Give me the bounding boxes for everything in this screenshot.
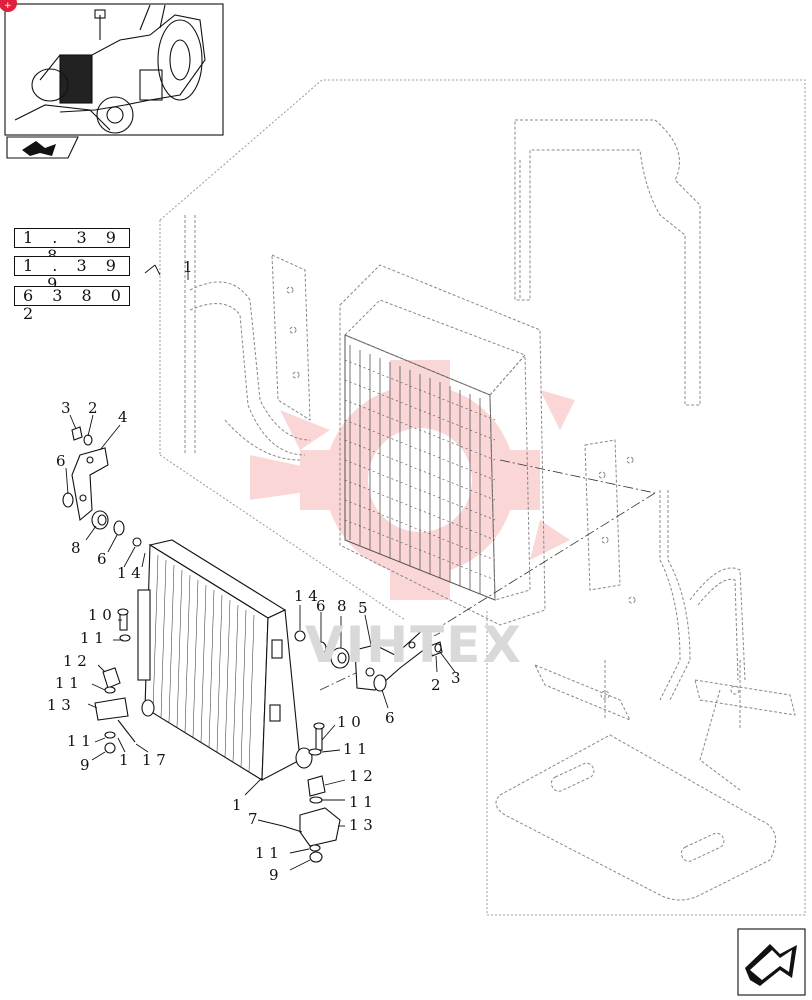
leader-lines xyxy=(65,264,456,871)
mount-stack-left[interactable] xyxy=(94,608,136,754)
reference-box-1-39-9[interactable]: 1 . 3 9 . 9 xyxy=(14,256,130,293)
bushing-8b[interactable] xyxy=(330,647,350,669)
ghost-bracket-strip xyxy=(271,254,311,421)
callout-1[interactable]: 1 xyxy=(232,796,242,814)
bracket-5[interactable] xyxy=(354,627,431,691)
callout-12[interactable]: 1 2 xyxy=(349,767,373,785)
callout-6[interactable]: 6 xyxy=(56,452,66,470)
callout-3[interactable]: 3 xyxy=(61,399,71,417)
callout-14[interactable]: 1 4 xyxy=(117,564,141,582)
tractor-location-thumbnail[interactable] xyxy=(4,3,224,159)
callout-14[interactable]: 1 4 xyxy=(294,587,318,605)
watermark-logo xyxy=(250,360,575,600)
watermark-text: VIHTEX xyxy=(305,616,523,674)
previous-page-arrow-icon[interactable] xyxy=(6,136,79,159)
callout-6[interactable]: 6 xyxy=(97,550,107,568)
callout-9[interactable]: 9 xyxy=(269,866,279,884)
callout-6[interactable]: 6 xyxy=(316,597,326,615)
callout-11[interactable]: 1 1 xyxy=(55,674,79,692)
callout-17[interactable]: 1 7 xyxy=(142,751,166,769)
reference-box-638-02[interactable]: 6 3 8 0 2 xyxy=(14,286,130,323)
ghost-floor-plate xyxy=(495,660,796,901)
callout-2[interactable]: 2 xyxy=(88,399,98,417)
washer-2a[interactable] xyxy=(83,434,93,446)
bolt-14a[interactable] xyxy=(132,537,142,547)
next-page-arrow-icon[interactable] xyxy=(737,928,806,996)
callout-10[interactable]: 1 0 xyxy=(337,713,361,731)
ghost-hose-right xyxy=(659,490,746,791)
callout-5[interactable]: 5 xyxy=(358,599,368,617)
reference-box-1-39-8[interactable]: 1 . 3 9 . 8 xyxy=(14,228,130,265)
callout-11[interactable]: 1 1 xyxy=(343,740,367,758)
ghost-hose-left xyxy=(184,215,311,461)
ghost-bracket-right xyxy=(584,439,636,604)
callout-11[interactable]: 1 1 xyxy=(67,732,91,750)
callout-11[interactable]: 1 1 xyxy=(349,793,373,811)
svg-text:+: + xyxy=(4,1,12,11)
callout-11[interactable]: 1 1 xyxy=(80,629,104,647)
callout-8[interactable]: 8 xyxy=(337,597,347,615)
callout-3[interactable]: 3 xyxy=(451,669,461,687)
callout-8[interactable]: 8 xyxy=(71,539,81,557)
marker-badge-icon: + xyxy=(0,0,17,12)
washer-6a[interactable] xyxy=(62,492,74,508)
ghost-boundary xyxy=(159,79,806,916)
mount-stack-right[interactable] xyxy=(282,722,341,863)
bracket-4[interactable] xyxy=(71,447,109,522)
callout-13[interactable]: 1 3 xyxy=(47,696,71,714)
ghost-radiator xyxy=(339,264,546,626)
callout-1[interactable]: 1 xyxy=(119,751,129,769)
callout-11[interactable]: 1 1 xyxy=(255,844,279,862)
ghost-frame xyxy=(514,119,701,406)
callout-10[interactable]: 1 0 xyxy=(88,606,112,624)
bushing-8a[interactable] xyxy=(91,510,109,530)
callout-6[interactable]: 6 xyxy=(385,709,395,727)
callout-4[interactable]: 4 xyxy=(118,408,128,426)
callout-13[interactable]: 1 3 xyxy=(349,816,373,834)
callout-9[interactable]: 9 xyxy=(80,756,90,774)
callout-1[interactable]: 1 xyxy=(183,258,193,276)
callout-2[interactable]: 2 xyxy=(431,676,441,694)
washer-6b[interactable] xyxy=(113,520,125,536)
radiator-1[interactable] xyxy=(137,539,313,781)
callout-labels: 1 3 2 4 6 8 6 1 4 1 4 6 8 5 2 3 6 1 0 1 … xyxy=(47,258,461,884)
callout-12[interactable]: 1 2 xyxy=(63,652,87,670)
bolt-14b[interactable] xyxy=(294,630,306,642)
bolt-3a[interactable] xyxy=(71,426,83,441)
callout-7[interactable]: 7 xyxy=(248,810,258,828)
washer-2b[interactable] xyxy=(434,643,442,653)
washer-6d[interactable] xyxy=(373,674,387,692)
